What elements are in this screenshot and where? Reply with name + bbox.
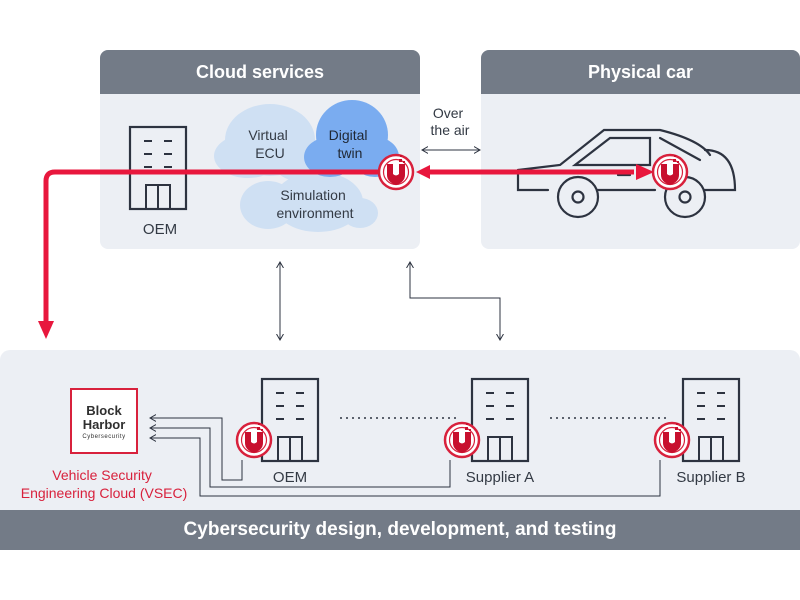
over-the-air-label: Over the air bbox=[431, 105, 470, 138]
supplier-b-shield-icon bbox=[653, 421, 691, 459]
digital-twin-label: Digital twin bbox=[329, 127, 372, 161]
physical-car-title: Physical car bbox=[481, 50, 800, 94]
cloud-oem-building-icon bbox=[128, 125, 188, 211]
physical-car-panel: Physical car bbox=[481, 50, 800, 249]
logo-tagline: Cybersecurity bbox=[82, 434, 126, 440]
car-shield-icon bbox=[651, 153, 689, 191]
supplier-a-shield-icon bbox=[443, 421, 481, 459]
supplier-a-label: Supplier A bbox=[466, 469, 534, 486]
block-harbor-logo: Block Harbor Cybersecurity bbox=[70, 388, 138, 454]
supplier-b-building-icon bbox=[681, 377, 741, 463]
oem-building-icon bbox=[260, 377, 320, 463]
vsec-label: Vehicle Security Engineering Cloud (VSEC… bbox=[21, 467, 188, 501]
vsec-feedback-lines bbox=[150, 418, 661, 497]
virtual-ecu-label: Virtual ECU bbox=[248, 127, 291, 161]
logo-line1: Block bbox=[86, 403, 122, 418]
oem-shield-icon bbox=[235, 421, 273, 459]
logo-line2: Harbor bbox=[82, 417, 126, 432]
cloud-shield-icon bbox=[377, 153, 415, 191]
supplier-a-building-icon bbox=[470, 377, 530, 463]
cloud-oem-label: OEM bbox=[143, 221, 177, 238]
oem-label: OEM bbox=[273, 469, 307, 486]
supplier-b-label: Supplier B bbox=[676, 469, 745, 486]
cybersecurity-footer-title: Cybersecurity design, development, and t… bbox=[0, 510, 800, 550]
simulation-label: Simulation environment bbox=[276, 187, 353, 221]
cloud-services-title: Cloud services bbox=[100, 50, 420, 94]
cloud-to-supplier-connector bbox=[410, 262, 500, 340]
red-data-flow bbox=[38, 164, 654, 339]
